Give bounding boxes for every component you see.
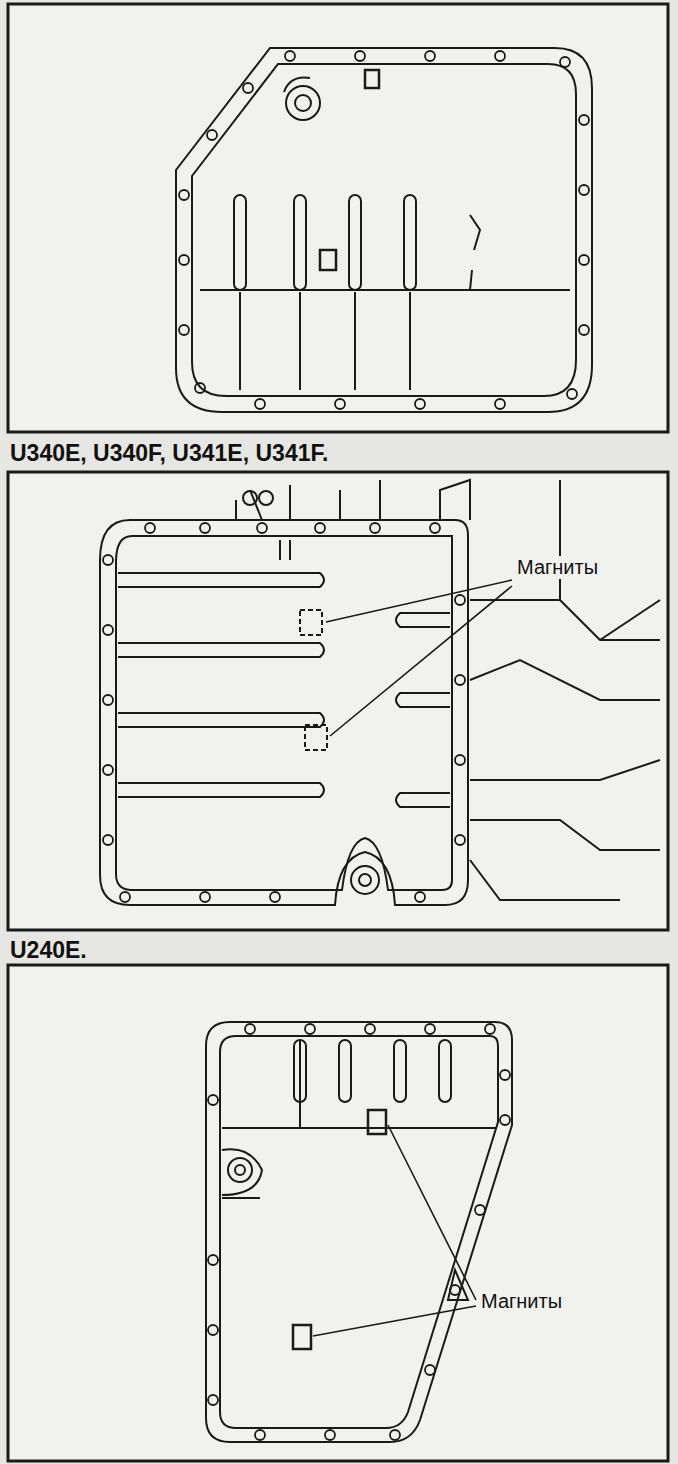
bolt-symbol [200,523,210,533]
bolt-symbol [425,51,435,61]
bolt-symbol [145,523,155,533]
bolt-symbol [355,51,365,61]
bolt-symbol [208,1255,218,1265]
bolt-symbol [579,325,589,335]
bolt-symbol [243,83,253,93]
callout-label: Магниты [478,1290,565,1313]
panel-frame [8,965,668,1461]
bolt-symbol [255,399,265,409]
bolt-symbol [179,190,189,200]
panel-frame [8,472,668,930]
bolt-symbol [500,1070,510,1080]
bolt-symbol [208,1325,218,1335]
bolt-symbol [579,115,589,125]
bolt-symbol [425,1365,435,1375]
bolt-symbol [430,523,440,533]
oil-pan [206,1022,512,1442]
bolt-symbol [200,892,210,902]
bolt-symbol [315,523,325,533]
callout-label: Магниты [514,556,601,579]
bolt-symbol [495,51,505,61]
bolt-symbol [495,399,505,409]
bolt-symbol [370,523,380,533]
bolt-symbol [179,255,189,265]
bolt-symbol [255,1430,265,1440]
bolt-symbol [415,892,425,902]
bolt-symbol [195,383,205,393]
bolt-symbol [415,399,425,409]
bolt-symbol [560,57,570,67]
bolt-symbol [390,1430,400,1440]
bolt-symbol [455,755,465,765]
model-caption: U240E. [10,937,87,963]
bolt-symbol [257,523,267,533]
bolt-symbol [103,625,113,635]
bolt-symbol [305,1024,315,1034]
bolt-symbol [103,555,113,565]
bolt-symbol [500,1115,510,1125]
bolt-symbol [365,1024,375,1034]
bolt-symbol [103,695,113,705]
bolt-symbol [120,892,130,902]
bolt-symbol [270,892,280,902]
bolt-symbol [567,389,577,399]
bolt-symbol [579,185,589,195]
bolt-symbol [325,1430,335,1440]
oil-pan [100,480,660,905]
bolt-symbol [245,1024,255,1034]
bolt-symbol [450,1285,460,1295]
oil-pan [176,48,592,412]
bolt-symbol [285,51,295,61]
bolt-symbol [425,1024,435,1034]
bolt-symbol [103,765,113,775]
panel-frame [8,4,668,432]
bolt-symbol [455,595,465,605]
bolt-symbol [335,399,345,409]
bolt-symbol [179,325,189,335]
bolt-symbol [208,1095,218,1105]
bolt-symbol [455,675,465,685]
bolt-symbol [207,130,217,140]
bolt-symbol [485,1024,495,1034]
bolt-symbol [103,835,113,845]
bolt-symbol [475,1205,485,1215]
bolt-symbol [208,1395,218,1405]
bolt-symbol [455,835,465,845]
bolt-symbol [579,255,589,265]
model-caption: U340E, U340F, U341E, U341F. [10,440,328,466]
